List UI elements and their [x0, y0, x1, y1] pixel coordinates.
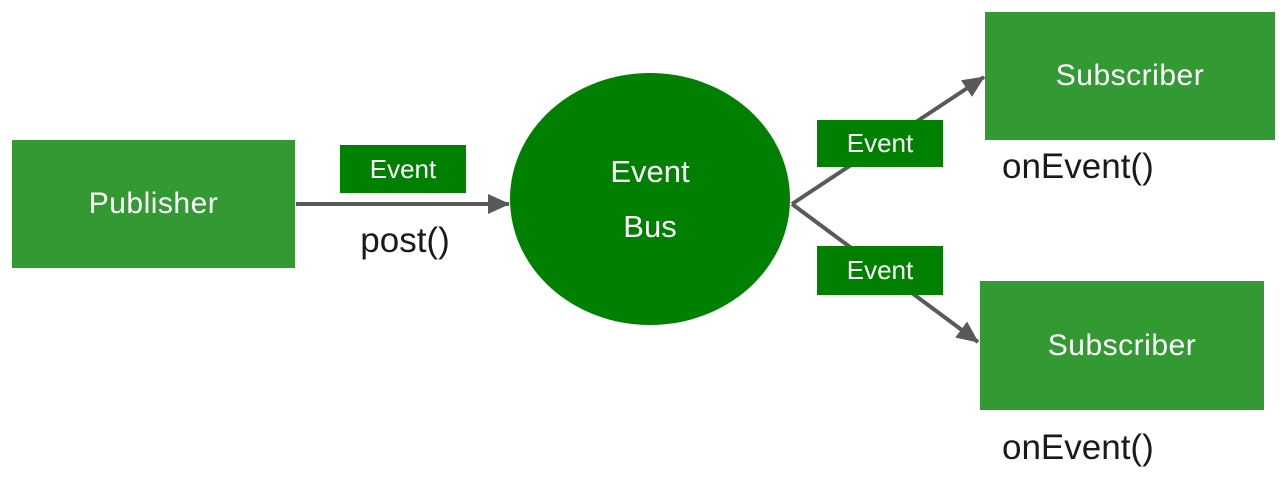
subscriber-node-bottom: Subscriber — [980, 281, 1264, 410]
event-badge-bottom: Event — [817, 246, 943, 295]
event-bus-node: Event Bus — [510, 73, 790, 325]
subscriber-label: Subscriber — [1047, 328, 1197, 362]
onevent-method-label-top: onEvent() — [1002, 147, 1154, 186]
onevent-method-label-bottom: onEvent() — [1002, 428, 1154, 467]
event-bus-label-line2: Bus — [623, 209, 677, 244]
event-bus-label-line1: Event — [610, 154, 690, 189]
event-badge-label: Event — [846, 255, 914, 285]
event-badge-publisher: Event — [340, 145, 466, 193]
publisher-node: Publisher — [12, 140, 295, 268]
post-method-label: post() — [360, 221, 450, 260]
event-badge-top: Event — [817, 120, 943, 167]
subscriber-node-top: Subscriber — [985, 12, 1275, 140]
subscriber-label: Subscriber — [1055, 59, 1205, 92]
event-badge-label: Event — [369, 153, 437, 184]
publisher-label: Publisher — [88, 187, 219, 220]
event-badge-label: Event — [846, 128, 914, 158]
